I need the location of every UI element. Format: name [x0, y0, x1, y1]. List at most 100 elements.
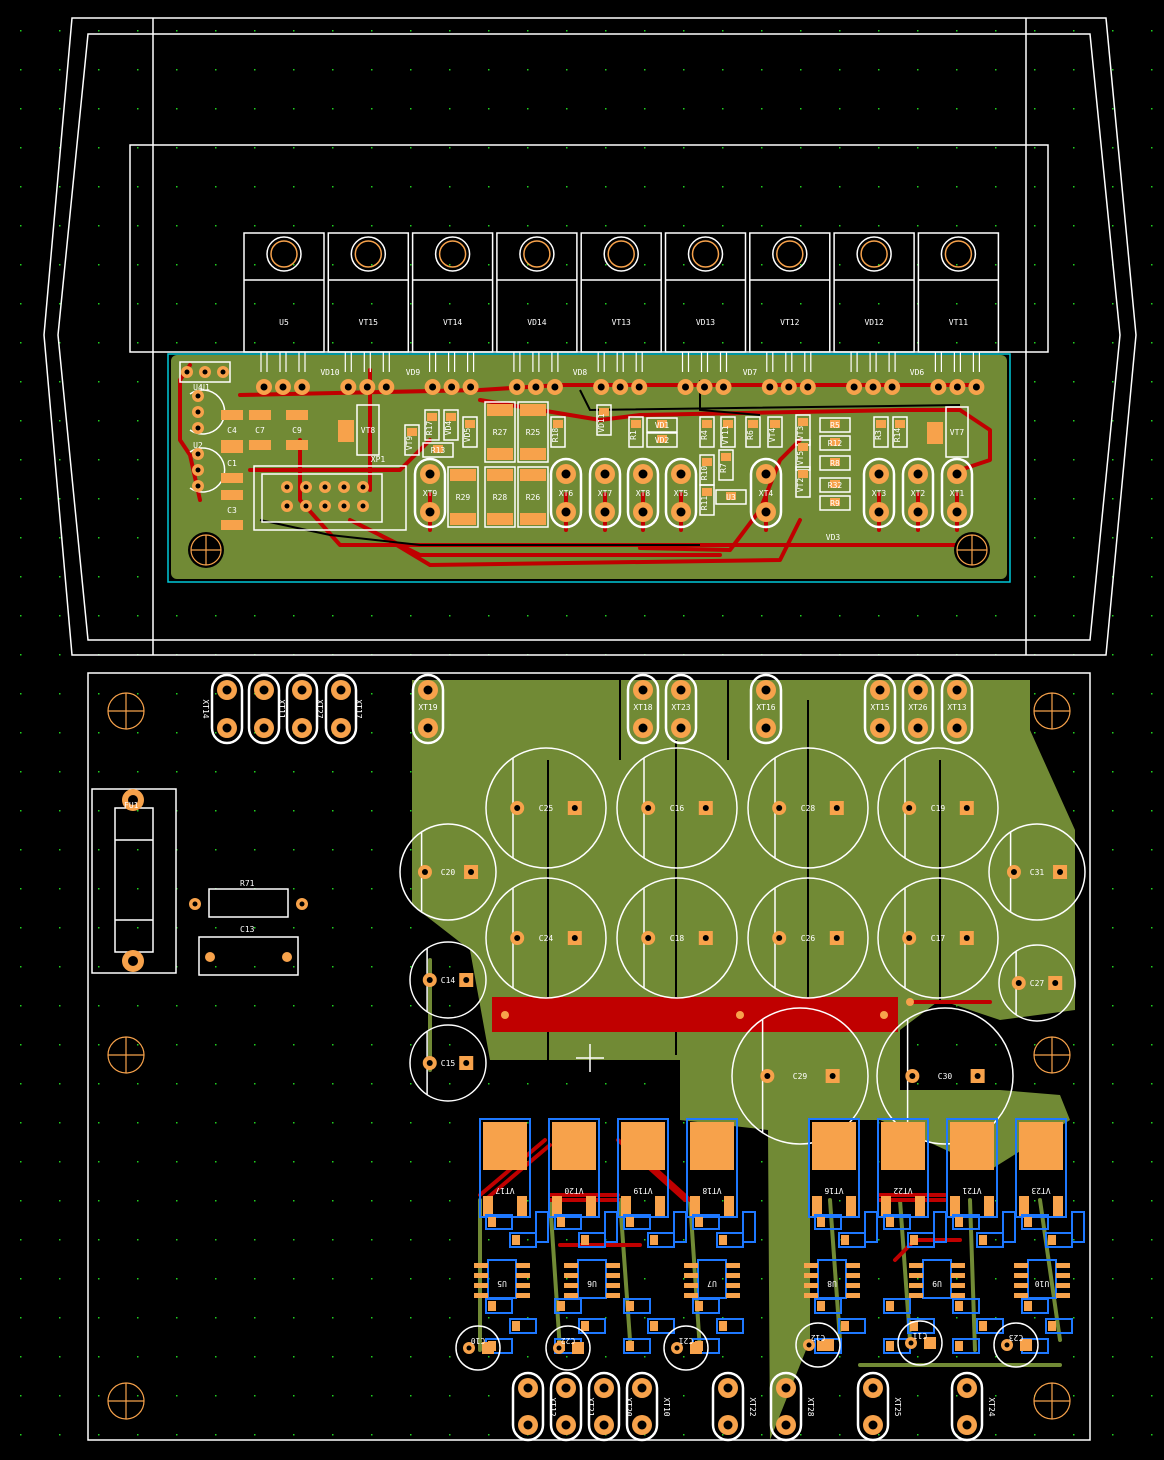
grid-dot	[527, 1356, 529, 1358]
drill-hole	[279, 383, 287, 391]
tab-pad	[812, 1122, 856, 1170]
pad	[895, 420, 905, 428]
part-label: VT3	[796, 426, 805, 441]
smd-outline	[742, 1211, 756, 1243]
drill-hole	[637, 1420, 647, 1430]
grid-dot	[137, 1122, 139, 1124]
grid-dot	[566, 108, 568, 110]
grid-dot	[1112, 30, 1114, 32]
grid-dot	[254, 849, 256, 851]
grid-dot	[20, 108, 22, 110]
grid-dot	[527, 1083, 529, 1085]
capacitor-c31: C31	[988, 823, 1086, 921]
pad	[221, 473, 243, 483]
pin	[846, 1273, 860, 1278]
drill-hole	[423, 723, 433, 733]
to92-outline	[179, 361, 231, 383]
connector-xt28: XT28	[769, 1371, 815, 1442]
pad	[798, 443, 808, 451]
part-label: C30	[938, 1072, 953, 1081]
part-label: C28	[801, 804, 816, 813]
grid-dot	[1151, 537, 1153, 539]
grid-dot	[98, 147, 100, 149]
grid-dot	[1112, 615, 1114, 617]
grid-dot	[371, 810, 373, 812]
grid-dot	[995, 147, 997, 149]
driver-vt21: VT21	[946, 1118, 1016, 1354]
grid-dot	[1073, 1278, 1075, 1280]
capacitor-outline	[998, 944, 1076, 1022]
grid-dot	[59, 381, 61, 383]
part-r13: R13	[422, 442, 454, 458]
pin	[804, 1263, 818, 1268]
grid-dot	[20, 615, 22, 617]
grid-dot	[98, 888, 100, 890]
smd-outline	[646, 417, 678, 433]
grid-dot	[1034, 1317, 1036, 1319]
chip-u8: U8	[804, 1259, 860, 1299]
grid-dot	[137, 342, 139, 344]
fuse-label: FU1	[124, 801, 139, 810]
grid-dot	[20, 420, 22, 422]
pin	[1014, 1263, 1028, 1268]
grid-dot	[1151, 1356, 1153, 1358]
tab-pad	[950, 1122, 994, 1170]
grid-dot	[176, 1434, 178, 1436]
capacitor-outline	[897, 1320, 943, 1366]
part-label: VT20	[564, 1186, 583, 1195]
grid-dot	[215, 264, 217, 266]
driver-vt22: VT22	[877, 1118, 947, 1354]
smd-outline	[718, 449, 734, 481]
smd-outline	[673, 1211, 687, 1243]
grid-dot	[59, 303, 61, 305]
drill-hole	[676, 723, 686, 733]
grid-dot	[254, 342, 256, 344]
part-u4: U4	[189, 383, 226, 435]
grid-dot	[254, 108, 256, 110]
part-label: VT16	[824, 1186, 843, 1195]
grid-dot	[137, 30, 139, 32]
drill-hole	[833, 935, 840, 941]
small-cap-c12: C12	[795, 1322, 841, 1368]
grid-dot	[488, 615, 490, 617]
package-outline	[664, 232, 747, 353]
grid-dot	[761, 69, 763, 71]
smd-outline	[535, 1211, 549, 1243]
capacitor-outline	[795, 1322, 841, 1368]
pad	[221, 520, 243, 530]
drill-hole	[523, 1383, 533, 1393]
grid-dot	[1112, 1239, 1114, 1241]
part-label: XT7	[598, 489, 613, 498]
grid-dot	[1073, 1083, 1075, 1085]
grid-dot	[1073, 147, 1075, 149]
grid-dot	[449, 303, 451, 305]
grid-dot	[59, 810, 61, 812]
grid-dot	[1034, 1083, 1036, 1085]
grid-dot	[20, 1044, 22, 1046]
grid-dot	[332, 888, 334, 890]
grid-dot	[137, 1317, 139, 1319]
part-r9: R9	[819, 495, 851, 511]
grid-dot	[683, 108, 685, 110]
grid-dot	[449, 966, 451, 968]
grid-dot	[449, 1200, 451, 1202]
grid-dot	[605, 108, 607, 110]
connector-outline	[901, 673, 935, 745]
grid-dot	[1112, 849, 1114, 851]
grid-dot	[254, 966, 256, 968]
crosshair	[108, 693, 144, 729]
part-label: C11	[913, 1331, 928, 1340]
grid-dot	[995, 1083, 997, 1085]
grid-dot	[1112, 693, 1114, 695]
drill-hole	[833, 805, 840, 811]
grid-dot	[20, 69, 22, 71]
grid-dot	[59, 186, 61, 188]
part-vt4: VT4	[767, 416, 783, 448]
chip-outline	[1027, 1259, 1057, 1299]
capacitor-c24: C24	[485, 877, 607, 999]
pad	[1024, 1301, 1032, 1311]
grid-dot	[410, 69, 412, 71]
grid-dot	[371, 1200, 373, 1202]
pad	[450, 469, 476, 481]
